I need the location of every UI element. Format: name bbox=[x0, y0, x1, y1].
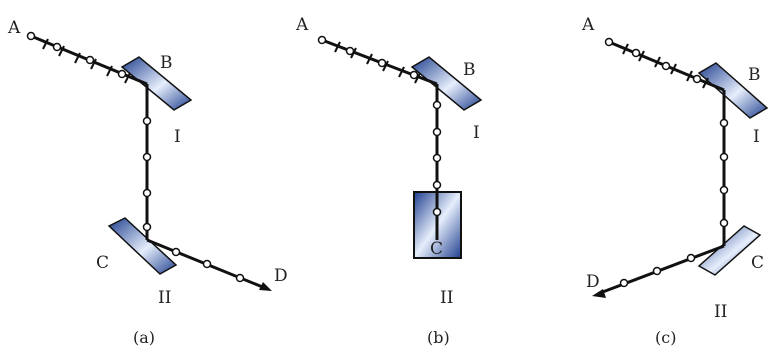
ray-dots bbox=[317, 35, 419, 80]
label-a: A bbox=[7, 18, 21, 38]
arrow-head bbox=[259, 282, 272, 291]
ray-dots bbox=[26, 31, 127, 79]
label-b: B bbox=[463, 60, 476, 80]
label-b: B bbox=[748, 65, 761, 85]
panel-b: A B C I II (b) bbox=[295, 15, 483, 347]
caption: (a) bbox=[133, 328, 155, 347]
label-lower: II bbox=[440, 288, 453, 308]
vertical-ray-dots bbox=[142, 116, 152, 232]
label-lower: II bbox=[714, 302, 727, 322]
label-c: C bbox=[430, 239, 443, 259]
ray-dots bbox=[604, 37, 702, 84]
label-d: D bbox=[274, 266, 288, 286]
mirror-b bbox=[410, 56, 483, 111]
vertical-ray-dots bbox=[719, 118, 729, 228]
mirror-b bbox=[697, 62, 769, 119]
mirror-c bbox=[107, 217, 178, 275]
label-d: D bbox=[586, 272, 600, 292]
label-a: A bbox=[295, 15, 309, 35]
panel-c: A B C D I II (c) bbox=[581, 15, 769, 347]
vertical-ray-dots bbox=[432, 100, 442, 217]
label-upper: I bbox=[473, 123, 480, 143]
ray-ticks bbox=[42, 38, 131, 84]
label-c: C bbox=[751, 253, 764, 273]
panel-a: A B C D I II (a) bbox=[7, 18, 288, 347]
caption: (c) bbox=[655, 328, 676, 347]
mirror-b bbox=[120, 56, 193, 111]
label-a: A bbox=[581, 15, 595, 35]
mirror-c bbox=[697, 225, 762, 276]
label-b: B bbox=[160, 53, 173, 73]
label-c: C bbox=[96, 253, 109, 273]
ray-ticks bbox=[622, 43, 709, 89]
reflected-ray-dots bbox=[619, 253, 696, 288]
reflected-ray-dots bbox=[171, 247, 245, 283]
arrow-head bbox=[592, 289, 606, 298]
caption: (b) bbox=[427, 328, 450, 347]
label-lower: II bbox=[158, 288, 171, 308]
label-upper: I bbox=[753, 127, 760, 147]
label-upper: I bbox=[174, 127, 181, 147]
